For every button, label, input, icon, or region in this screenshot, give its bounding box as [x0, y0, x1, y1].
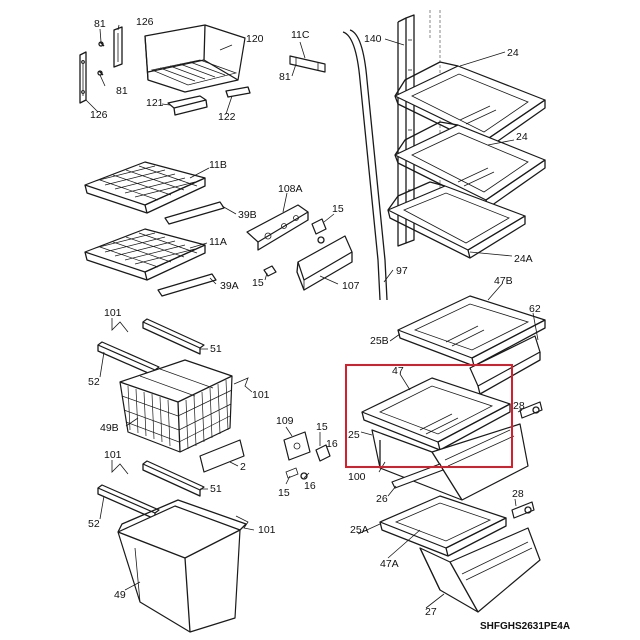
callout-15: 15 [252, 277, 264, 289]
callout-25a: 25A [350, 524, 369, 536]
callout-140: 140 [364, 33, 382, 45]
wire-shelf-11a [84, 228, 206, 281]
slide-rail-52-lower [97, 484, 160, 520]
drawer-62 [469, 335, 541, 395]
housing-109 [283, 431, 311, 461]
screw-81 [97, 41, 105, 76]
callout-16: 16 [304, 480, 316, 492]
callout-2: 2 [240, 461, 246, 473]
callout-49: 49 [114, 589, 126, 601]
callout-81: 81 [94, 18, 106, 30]
callout-126: 126 [136, 16, 154, 28]
bracket-121 [167, 95, 208, 116]
callout-51: 51 [210, 483, 222, 495]
callout-39b: 39B [238, 209, 257, 221]
callout-49b: 49B [100, 422, 119, 434]
callout-126: 126 [90, 109, 108, 121]
callout-122: 122 [218, 111, 236, 123]
callout-24: 24 [516, 131, 528, 143]
callout-25: 25 [348, 429, 360, 441]
callout-28: 28 [512, 488, 524, 500]
drawer-27 [419, 527, 541, 613]
bin-120 [144, 24, 246, 93]
bracket-11c [289, 55, 326, 73]
callout-47a: 47A [380, 558, 399, 570]
control-housing-108a [246, 204, 309, 251]
trim-2 [199, 439, 245, 473]
callout-47: 47 [392, 365, 404, 377]
slide-rail-51-upper [142, 318, 205, 355]
callout-108a: 108A [278, 183, 303, 195]
callout-25b: 25B [370, 335, 389, 347]
wire-shelf-11b [84, 161, 206, 214]
shelf-24a [387, 181, 526, 259]
callout-97: 97 [396, 265, 408, 277]
cover-107 [296, 235, 353, 291]
slide-28-upper [519, 401, 543, 419]
callout-120: 120 [246, 33, 264, 45]
callout-labels: 81 126 120 81 126 121 122 11C 81 140 24 … [88, 16, 541, 618]
wire-basket-49b [119, 359, 233, 453]
callout-15: 15 [316, 421, 328, 433]
callout-52: 52 [88, 518, 100, 530]
callout-62: 62 [529, 303, 541, 315]
callout-28: 28 [513, 400, 525, 412]
callout-11c: 11C [291, 29, 310, 41]
slide-28-lower [511, 501, 535, 519]
cover-47 [361, 377, 511, 451]
callout-81: 81 [279, 71, 291, 83]
callout-101: 101 [258, 524, 276, 536]
callout-15: 15 [278, 487, 290, 499]
thermostat-15-pair [285, 444, 331, 480]
callout-11b: 11B [209, 159, 227, 171]
highlight-box [345, 364, 513, 468]
cover-47b [397, 295, 546, 367]
slide-rail-51-lower [142, 460, 205, 497]
trim-39a [157, 273, 217, 297]
callout-16: 16 [326, 438, 338, 450]
callout-121: 121 [146, 97, 164, 109]
callout-81: 81 [116, 85, 128, 97]
cover-25a [379, 495, 507, 557]
gasket-97 [342, 29, 388, 301]
slide-26 [391, 463, 444, 489]
callout-47b: 47B [494, 275, 513, 287]
callout-51: 51 [210, 343, 222, 355]
callout-11a: 11A [209, 236, 227, 248]
callout-109: 109 [276, 415, 294, 427]
callout-100: 100 [348, 471, 366, 483]
knob-15-lower [263, 265, 277, 277]
callout-52: 52 [88, 376, 100, 388]
leader-lines [85, 24, 539, 609]
callout-24: 24 [507, 47, 519, 59]
callout-26: 26 [376, 493, 388, 505]
bracket-122 [225, 86, 251, 98]
callout-24a: 24A [514, 253, 533, 265]
thermostat-15-upper [311, 218, 327, 244]
diagram-reference-code: SHFGHS2631PE4A [480, 621, 570, 632]
callout-101: 101 [104, 449, 122, 461]
trim-39b [164, 201, 225, 225]
callout-15: 15 [332, 203, 344, 215]
drawer-49 [117, 499, 247, 633]
callout-27: 27 [425, 606, 437, 618]
callout-101: 101 [104, 307, 122, 319]
callout-107: 107 [342, 280, 360, 292]
callout-39a: 39A [220, 280, 239, 292]
callout-101: 101 [252, 389, 270, 401]
slide-rail-52-upper [97, 341, 160, 377]
